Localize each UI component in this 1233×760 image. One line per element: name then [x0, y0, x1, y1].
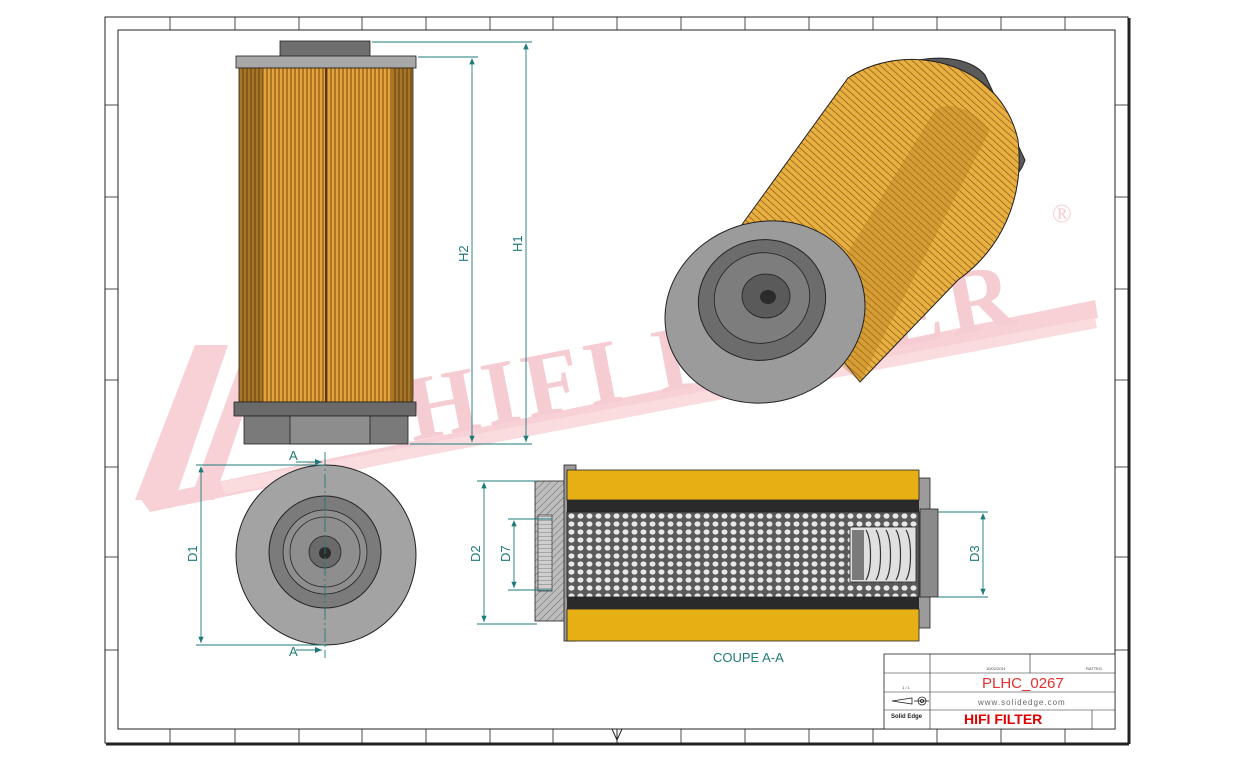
- cut-marker-bottom: A: [289, 644, 298, 659]
- dimension-d2-label: D2: [468, 545, 483, 562]
- dimension-h1-label: H1: [510, 235, 525, 252]
- isometric-view: [664, 57, 1026, 404]
- registered-mark: ®: [1052, 199, 1072, 228]
- dimension-d3-label: D3: [967, 545, 982, 562]
- dimension-d7-label: D7: [498, 545, 513, 562]
- title-software: Solid Edge: [891, 714, 923, 720]
- title-block: [883, 653, 1116, 730]
- projection-symbol-icon: [891, 696, 929, 706]
- dimension-h2-label: H2: [456, 245, 471, 262]
- front-view: [233, 40, 417, 445]
- section-label: COUPE A-A: [713, 650, 784, 665]
- title-author: RATTEG: [1086, 666, 1102, 671]
- title-scale: 1 / 1: [902, 685, 911, 690]
- title-date: 10/02/2011: [986, 666, 1006, 671]
- cut-marker-top: A: [289, 448, 298, 463]
- dimension-h: [372, 41, 532, 445]
- company-name: HIFI FILTER: [964, 711, 1042, 727]
- top-view: [196, 452, 417, 658]
- part-number: PLHC_0267: [982, 675, 1064, 692]
- section-view: [477, 464, 988, 642]
- title-website: www.solidedge.com: [977, 698, 1066, 707]
- dimension-d1-label: D1: [185, 545, 200, 562]
